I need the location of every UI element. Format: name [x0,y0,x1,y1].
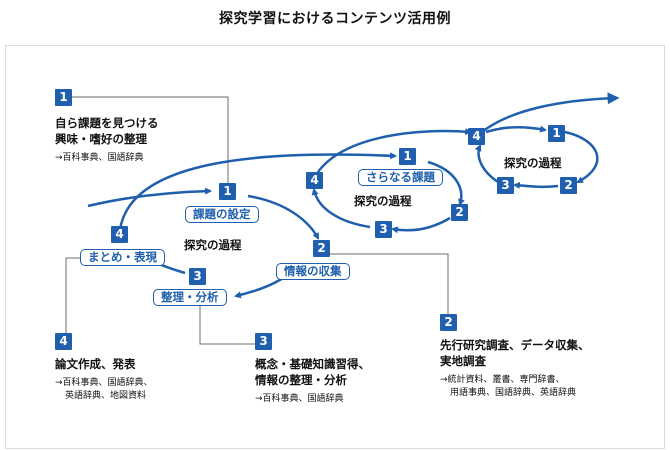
main-step-3-number: 3 [189,268,206,285]
connector-2 [330,253,449,314]
note-2-line-1: 先行研究調査、データ収集、 [440,338,590,352]
note-4-ref-2: 英語辞典、地図資料 [65,391,147,401]
main-step-1-number: 1 [219,183,236,200]
arrow-third-1-2 [564,130,599,184]
arrow-main-entry [87,187,213,208]
third-step-1-number: 1 [548,125,565,142]
note-4-ref-1: →百科事典、国語辞典、 [55,378,153,388]
note-4-text: 論文作成、発表 [55,356,136,372]
note-3-number: 3 [255,333,272,350]
main-step-2-number: 2 [313,240,330,257]
arrow-third-2-3 [512,181,559,189]
note-1-line-2: 興味・嗜好の整理 [55,132,147,146]
second-step-2-number: 2 [451,204,468,221]
arrow-second-3-4 [311,187,371,229]
arrow-second-2-3 [390,216,451,234]
arrow-second-1-2 [427,160,465,207]
connector-4 [65,257,93,333]
arrow-main-1-2 [247,194,320,240]
note-3-ref-1: →百科事典、国語辞典 [255,394,344,404]
second-step-1-number: 1 [399,148,416,165]
second-step-4-number: 4 [306,172,323,189]
note-3-text: 概念・基礎知識習得、 情報の整理・分析 [255,356,370,388]
third-step-4-number: 4 [468,128,485,145]
main-step-4-number: 4 [111,226,128,243]
note-2-number: 2 [440,314,457,331]
main-step-1-label: 課題の設定 [185,206,259,223]
third-step-2-number: 2 [560,177,577,194]
arrow-third-exit [481,92,620,133]
note-2-ref-2: 用語事典、国語辞典、英語辞典 [450,388,577,398]
note-4-references: →百科事典、国語辞典、 英語辞典、地図資料 [55,377,153,403]
connector-1 [72,96,229,184]
note-4-number: 4 [55,333,72,350]
note-1-text: 自ら課題を見つける 興味・嗜好の整理 [55,115,159,147]
third-cycle-center-label: 探究の過程 [504,156,562,170]
main-step-4-label: まとめ・表現 [80,249,165,266]
note-1-number: 1 [55,89,72,106]
note-2-text: 先行研究調査、データ収集、 実地調査 [440,337,590,369]
main-step-3-label: 整理・分析 [153,289,227,306]
third-step-3-number: 3 [497,177,514,194]
arrow-second-exit [322,150,400,170]
note-1-line-1: 自ら課題を見つける [55,116,159,130]
second-step-3-number: 3 [375,221,392,238]
main-step-2-label: 情報の収集 [276,263,350,280]
note-3-line-2: 情報の整理・分析 [255,373,347,387]
third-cycle-arrows [474,92,620,189]
second-step-1-label: さらなる課題 [358,169,443,186]
second-cycle-arrows [311,128,473,234]
connector-3 [199,306,262,345]
page-title: 探究学習におけるコンテンツ活用例 [219,11,451,27]
note-3-references: →百科事典、国語辞典 [255,393,344,406]
arrow-main-to-second [118,152,398,231]
note-2-line-2: 実地調査 [440,354,486,368]
note-4-line-1: 論文作成、発表 [55,357,136,371]
note-1-references: →百科事典、国語辞典 [55,152,144,165]
note-2-references: →統計資料、叢書、専門辞書、 用語事典、国語辞典、英語辞典 [440,374,576,400]
diagram-panel [5,45,665,449]
note-2-ref-1: →統計資料、叢書、専門辞書、 [440,375,565,385]
arrow-third-4-1 [485,125,548,134]
second-cycle-center-label: 探究の過程 [354,194,412,208]
note-3-line-1: 概念・基礎知識習得、 [255,357,370,371]
main-cycle-center-label: 探究の過程 [184,238,242,252]
note-1-ref-1: →百科事典、国語辞典 [55,153,144,163]
arrow-third-3-4 [474,144,499,184]
arrow-second-up [316,128,473,173]
